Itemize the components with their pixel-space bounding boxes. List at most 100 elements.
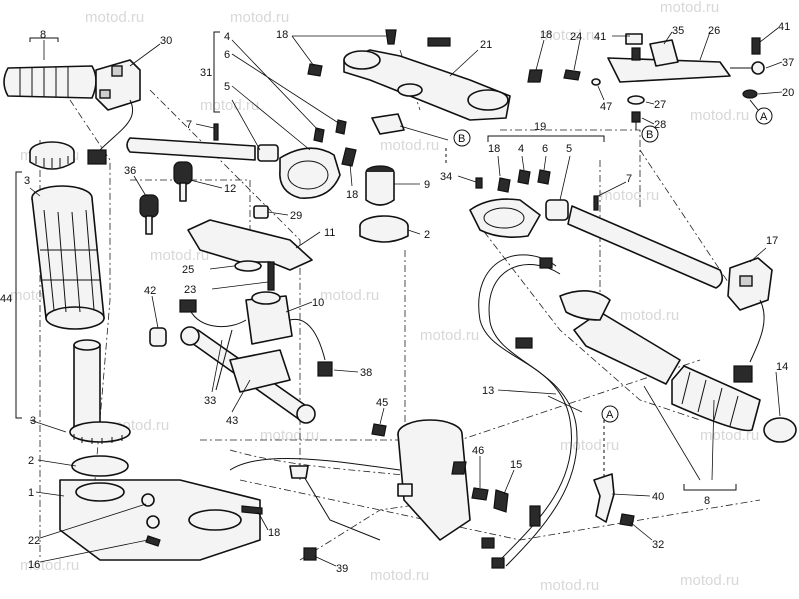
switch-wire <box>99 99 134 151</box>
callout-4: 4 <box>518 143 524 155</box>
callout-9: 9 <box>424 179 430 191</box>
bolt-18-lower <box>241 505 263 515</box>
grip-ribs <box>681 371 739 427</box>
watermark: motod.ru <box>230 9 289 26</box>
bolt-28 <box>631 111 641 123</box>
callout-11: 11 <box>324 227 335 239</box>
spacer <box>545 199 569 221</box>
key-blade <box>179 182 187 202</box>
watermark: motod.ru <box>680 572 739 589</box>
assembly-line <box>229 449 441 481</box>
leader-29 <box>267 211 289 216</box>
watermark: motod.ru <box>660 0 719 16</box>
bar-end <box>180 326 200 346</box>
marker-b-circle <box>641 125 659 143</box>
callout-23: 23 <box>184 284 196 296</box>
clamp-bore <box>287 160 329 190</box>
left-clamp <box>279 147 341 199</box>
callout-15: 15 <box>510 459 522 471</box>
callout-17: 17 <box>766 235 778 247</box>
washer-body <box>359 226 409 243</box>
callout-14: 14 <box>776 361 788 373</box>
marker-a-circle <box>755 107 773 125</box>
leader-lines <box>29 27 783 567</box>
clamp-bore-right <box>467 89 509 111</box>
leader-7-right <box>597 181 627 197</box>
nut-29 <box>253 205 269 219</box>
leader-22 <box>39 503 147 539</box>
cable-end <box>491 557 505 569</box>
left-grip-assembly <box>3 59 141 165</box>
bolt-18-right-top <box>527 69 543 83</box>
callout-39: 39 <box>336 563 348 575</box>
connector-38 <box>317 361 333 377</box>
bracket-40 <box>593 473 615 523</box>
callout-19: 19 <box>534 121 546 133</box>
leader-11 <box>295 231 321 249</box>
right-bar-tube <box>567 205 724 289</box>
callout-43: 43 <box>226 415 238 427</box>
switch-connector <box>87 149 107 165</box>
watermark: motod.ru <box>560 437 619 454</box>
callout-25: 25 <box>182 264 194 276</box>
callout-21: 21 <box>480 39 492 51</box>
leader-18-bottom <box>257 511 269 531</box>
stem-bore <box>397 83 423 97</box>
leader-39 <box>313 555 337 567</box>
pin-7-right <box>593 195 599 211</box>
callout-2: 2 <box>28 455 34 467</box>
leader-28 <box>641 117 655 125</box>
assembly-line <box>69 99 111 481</box>
bracket <box>371 113 405 135</box>
clip <box>397 483 413 497</box>
throttle-assembly <box>559 290 797 443</box>
cage-bottom <box>45 306 105 330</box>
watermark: motod.ru <box>540 577 599 594</box>
lower-bearing-balls <box>73 434 123 444</box>
upper-triple-clamp <box>307 29 543 135</box>
head-tube <box>397 433 471 541</box>
leader-10 <box>285 301 313 313</box>
callout-18: 18 <box>488 143 500 155</box>
callout-46: 46 <box>472 445 484 457</box>
leaders-19 <box>497 155 571 201</box>
callout-36: 36 <box>124 165 136 177</box>
leader-36 <box>133 175 147 197</box>
leader-38 <box>333 369 359 373</box>
bolt-22 <box>141 493 155 507</box>
leader-43 <box>231 379 251 413</box>
cap <box>625 33 643 45</box>
callout-6: 6 <box>224 49 230 61</box>
bolt-22b <box>146 515 160 529</box>
leader-18-tr <box>535 39 545 71</box>
callout-20: 20 <box>782 87 794 99</box>
clamp-bore-left <box>343 50 381 70</box>
bolt-41-right <box>751 37 761 55</box>
leader-23 <box>211 281 269 290</box>
bolt-6-right <box>537 169 551 185</box>
leader-16 <box>39 539 149 563</box>
callout-16: 16 <box>28 559 40 571</box>
assembly-line <box>500 129 641 210</box>
watermark: motod.ru <box>150 247 209 264</box>
leader-12 <box>189 179 223 189</box>
damper-bracket <box>593 420 635 527</box>
bar-end-plug <box>257 144 279 162</box>
leader-15 <box>503 469 515 495</box>
clamp-bore <box>75 482 125 502</box>
callout-47: 47 <box>600 101 612 113</box>
steering-stem <box>59 339 263 561</box>
bolt-46 <box>471 487 489 501</box>
bolt-41-left <box>631 47 641 61</box>
callout-26: 26 <box>708 25 720 37</box>
group-brackets <box>15 31 737 491</box>
bearing-balls <box>35 156 69 168</box>
screw-23 <box>267 261 275 291</box>
watermark: motod.ru <box>540 27 599 44</box>
marker-b-circle <box>453 129 471 147</box>
left-grip <box>3 65 97 99</box>
key-blade <box>145 215 153 235</box>
leader-45 <box>379 407 385 425</box>
spacer-42 <box>149 327 167 347</box>
callout-41: 41 <box>778 21 790 33</box>
